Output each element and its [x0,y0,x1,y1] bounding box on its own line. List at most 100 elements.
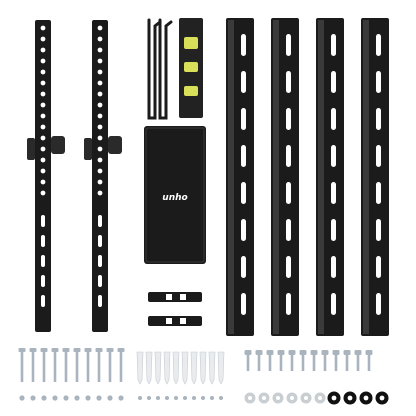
wall-anchor [217,351,225,385]
short-screw [96,395,102,401]
washer-hole [304,396,308,400]
arm-hole [40,36,46,42]
long-screw-set [18,348,125,401]
screw [18,348,26,382]
bolt [310,350,318,371]
short-screw [52,395,58,401]
arm-hole [40,168,46,174]
wall-anchor [172,351,180,385]
arm-slot [41,255,45,267]
screw [51,348,59,382]
rail-slot [331,219,336,241]
screw [40,348,48,382]
arm-hole [97,80,103,86]
bolt [321,350,329,371]
small-screw [201,396,205,400]
bolt [299,350,307,371]
rail-slot [331,108,336,130]
short-screw [74,395,80,401]
rail-slot [241,108,246,130]
arm-hole [40,113,46,119]
arm-hole [40,146,46,152]
bolt-set [244,350,373,371]
bolt [266,350,274,371]
spacer-clip [148,292,202,302]
short-screw [41,395,47,401]
screw [62,348,70,382]
rail-slot [331,71,336,93]
small-screw [174,396,178,400]
level-vial [184,62,198,72]
center-wall-plate: unho [144,126,206,264]
arm-hole [40,157,46,163]
rubber-spacer-hole [331,395,337,401]
rail-slot [286,108,291,130]
rail-slot [286,145,291,167]
rail-slot [286,71,291,93]
arm-hole [97,168,103,174]
wall-anchor [154,351,162,385]
level-vial [184,86,198,96]
screw [73,348,81,382]
arm-slot [41,275,45,287]
arm-hole [97,25,103,31]
arm-hole [40,47,46,53]
rail-slot [331,145,336,167]
arm-slot [41,235,45,247]
washer-hole [276,396,280,400]
vertical-bracket-arm-right [84,20,122,332]
screw [95,348,103,382]
small-screw [192,396,196,400]
arm-hole [97,113,103,119]
rail-slot [331,256,336,278]
arm-hole [40,25,46,31]
wall-rail [271,18,299,336]
wall-anchor [199,351,207,385]
rail-slot [241,256,246,278]
rail-slot [376,256,381,278]
rubber-spacer-hole [363,395,369,401]
wall-rail [316,18,344,336]
short-screw [63,395,69,401]
rail-slot [241,219,246,241]
bolt [354,350,362,371]
rail-slot [241,293,246,315]
bolt [332,350,340,371]
rail-slot [331,182,336,204]
arm-slot [98,235,102,247]
wall-anchor [145,351,153,385]
rail-slot [286,219,291,241]
arm-slot [98,215,102,227]
wall-anchor [190,351,198,385]
arm-hole [40,179,46,185]
small-screw [147,396,151,400]
arm-hole [97,190,103,196]
arm-hole [97,36,103,42]
arm-hole [40,69,46,75]
arm-hole [97,58,103,64]
bolt [365,350,373,371]
plate-logo: unho [162,193,187,203]
bolt [288,350,296,371]
arm-hole [40,91,46,97]
rail-slot [241,71,246,93]
arm-hole [97,135,103,141]
wall-anchor [208,351,216,385]
arm-hole [40,80,46,86]
rail-slot [331,34,336,56]
arm-hole [40,102,46,108]
short-screw [118,395,124,401]
arm-clamp-knob [51,136,65,154]
wall-rail [361,18,389,336]
arm-hole [97,102,103,108]
rail-slot [241,182,246,204]
rail-slot [376,182,381,204]
rail-slot [376,219,381,241]
arm-hole [97,179,103,185]
arm-clamp-knob [108,136,122,154]
arm-clamp-knob [84,138,92,160]
arm-hole [97,47,103,53]
washer-hole [248,396,252,400]
arm-hole [97,146,103,152]
